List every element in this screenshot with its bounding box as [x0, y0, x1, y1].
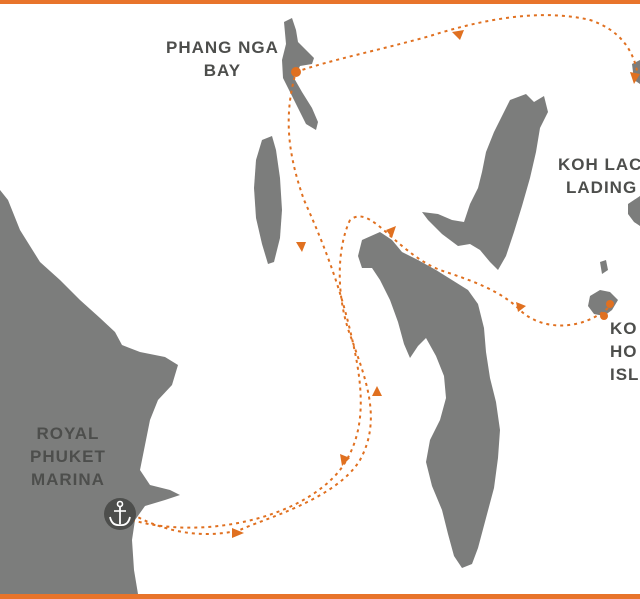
phang-nga-bay-line-2: BAY	[203, 61, 242, 80]
route-arrow-8	[516, 302, 526, 312]
route-return	[131, 219, 372, 536]
northeast-island	[422, 94, 548, 270]
koh-hong-line-2: HO	[610, 342, 638, 361]
route-mid	[349, 215, 609, 327]
small-island-2	[588, 290, 618, 316]
phang-nga-stop-marker	[291, 67, 301, 77]
route-arrow-4	[372, 386, 382, 396]
small-island-3	[628, 196, 640, 226]
route-arrow-7	[386, 226, 396, 238]
route-north	[295, 14, 639, 77]
route-arrow-1	[452, 30, 464, 40]
top-border	[0, 0, 640, 4]
marina-line-3: MARINA	[30, 470, 105, 489]
small-island-1	[600, 260, 608, 274]
koh-hong-line-1: KO	[610, 319, 638, 338]
koh-hong-line-3: ISL	[610, 365, 640, 384]
route-arrow-5	[340, 454, 350, 466]
koh-lanta-line-1: KOH LAC	[558, 155, 640, 174]
koh-lanta-line-2: LADING	[566, 178, 638, 197]
phang-nga-bay-line-1: PHANG NGA	[166, 38, 279, 57]
route-arrow-2	[630, 72, 640, 84]
marina-line-2: PHUKET	[30, 447, 106, 466]
route-arrow-3	[296, 242, 306, 252]
bottom-border	[0, 594, 640, 599]
royal-phuket-marina-label: ROYAL PHUKET MARINA	[30, 422, 106, 491]
phuket-island	[0, 190, 180, 594]
koh-hong-stop-marker	[600, 312, 608, 320]
phang-nga-bay-label: PHANG NGA BAY	[166, 36, 279, 82]
route-outbound	[131, 71, 362, 529]
koh-hong-label: KO HO ISL	[610, 317, 639, 386]
koh-hong-stop-marker-2	[606, 300, 614, 308]
marina-line-1: ROYAL	[36, 424, 100, 443]
long-island	[254, 136, 282, 264]
anchor-icon	[104, 498, 136, 530]
route-arrow-6	[232, 528, 244, 538]
central-island	[358, 232, 500, 568]
phang-nga-island	[282, 18, 318, 130]
koh-lanta-label: KOH LAC LADING	[558, 153, 640, 199]
